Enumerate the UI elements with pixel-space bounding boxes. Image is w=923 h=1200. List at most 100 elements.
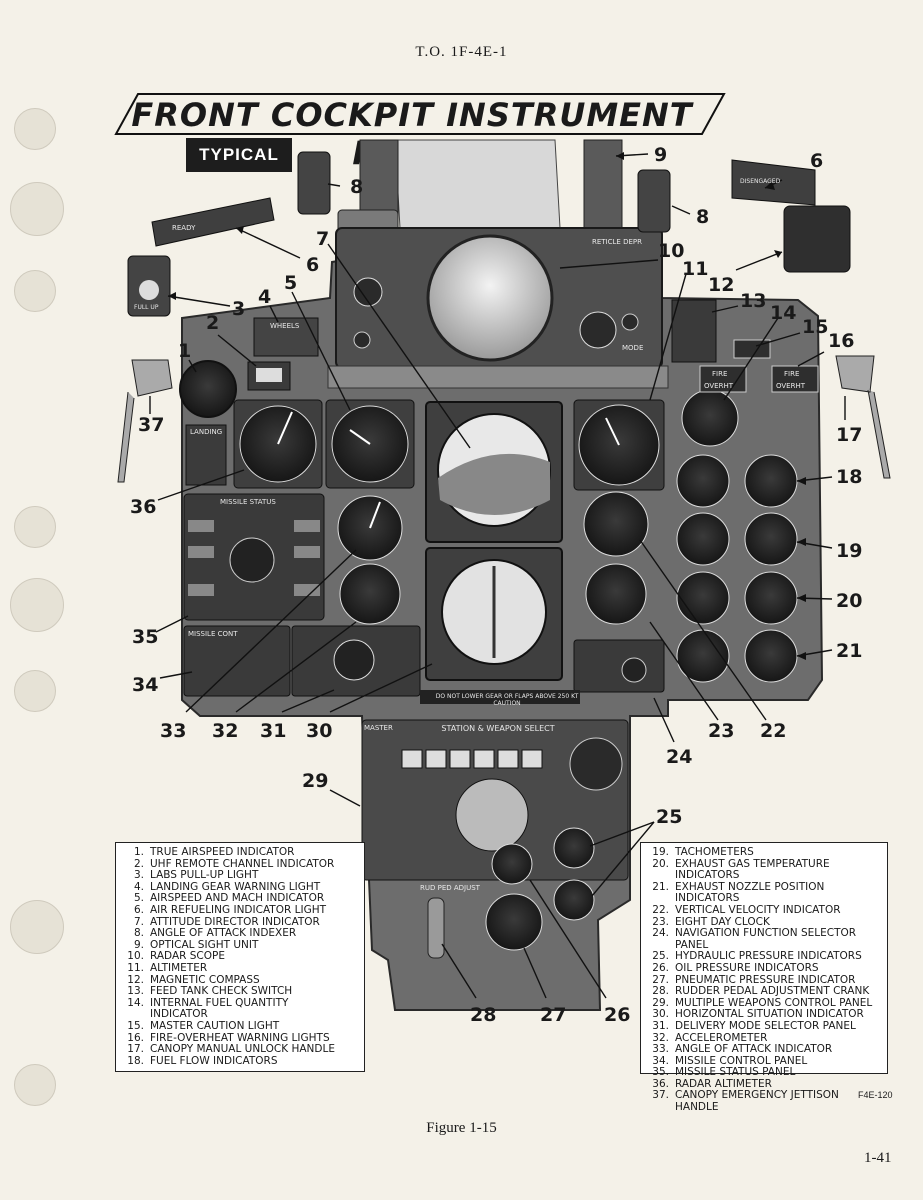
fire-warning-light-right <box>771 365 819 393</box>
callout-21: 21 <box>836 640 863 662</box>
missile-control-panel <box>183 625 291 697</box>
title-banner-frame <box>114 93 726 135</box>
callout-35: 35 <box>132 626 159 648</box>
uhf-channel-window <box>256 368 282 382</box>
callout-16: 16 <box>828 330 855 352</box>
legend-item-number: 12. <box>127 973 144 986</box>
callout-28: 28 <box>470 1004 497 1026</box>
airspeed-needle <box>349 429 371 445</box>
legend-item-number: 4. <box>133 880 144 893</box>
legend-item-text: MISSILE CONTROL PANEL <box>675 1054 808 1067</box>
legend-item-number: 26. <box>652 961 669 974</box>
legend-item-text: FUEL FLOW INDICATORS <box>150 1054 278 1067</box>
legend-item: 2.UHF REMOTE CHANNEL INDICATOR <box>122 857 358 871</box>
legend-item: 21.EXHAUST NOZZLE POSITION INDICATORS <box>647 880 881 905</box>
nav-function-panel <box>573 639 665 693</box>
missile-status-label: MISSILE STATUS <box>220 498 276 506</box>
tachometer-right <box>744 512 798 566</box>
callout-24: 24 <box>666 746 693 768</box>
radar-scope-lip <box>327 365 669 389</box>
callout-34: 34 <box>132 674 159 696</box>
legend-item-number: 16. <box>127 1031 144 1044</box>
aoa-indexer-left <box>297 151 331 215</box>
caution-strip <box>420 690 580 704</box>
legend-item: 1.TRUE AIRSPEED INDICATOR <box>122 846 358 859</box>
callout-26: 26 <box>604 1004 631 1026</box>
nav-mode-knob <box>621 657 647 683</box>
callout-29: 29 <box>302 770 329 792</box>
optical-sight-glass <box>394 139 561 229</box>
legend-item-text: OIL PRESSURE INDICATORS <box>675 961 819 974</box>
legend-item: 26. OIL PRESSURE INDICATORS <box>647 961 881 975</box>
pneumatic-pressure-gauge <box>485 893 543 951</box>
legend-item-text: ALTIMETER <box>150 961 208 974</box>
legend-item: 30.HORIZONTAL SITUATION INDICATOR <box>647 1009 881 1021</box>
legend-item-number: 10. <box>127 950 144 963</box>
callout-4: 4 <box>258 286 272 308</box>
legend-item-text: MAGNETIC COMPASS <box>150 973 260 986</box>
aoa-needle <box>369 501 381 529</box>
labs-pullup-lens <box>139 280 159 300</box>
rudder-pedal-crank <box>427 897 445 959</box>
legend-item-number: 7. <box>133 915 144 928</box>
legend-item-text: HORIZONTAL SITUATION INDICATOR <box>675 1008 864 1021</box>
legend-item-text: UHF REMOTE CHANNEL INDICATOR <box>150 857 335 870</box>
aoa-indexer-right <box>637 169 671 233</box>
legend-item-number: 33. <box>652 1043 669 1056</box>
legend-item-text: MISSILE STATUS PANEL <box>675 1066 796 1079</box>
legend-item-number: 8. <box>133 927 144 940</box>
legend-item-text: HYDRAULIC PRESSURE INDICATORS <box>675 950 862 963</box>
legend-item: 13.FEED TANK CHECK SWITCH <box>122 986 358 998</box>
callout-23: 23 <box>708 720 735 742</box>
callout-12: 12 <box>708 274 735 296</box>
legend-item: 32.ACCELEROMETER <box>647 1031 881 1045</box>
legend-item-number: 27. <box>652 973 669 986</box>
legend-item: 7.ATTITUDE DIRECTOR INDICATOR <box>122 915 358 929</box>
radar-altimeter-needle <box>277 411 293 445</box>
egt-gauge-right <box>744 571 798 625</box>
missile-status-light <box>294 546 320 558</box>
legend-item-number: 25. <box>652 950 669 963</box>
legend-item: 31.DELIVERY MODE SELECTOR PANEL <box>647 1020 881 1033</box>
canopy-unlock-handle <box>835 355 891 479</box>
legend-item-number: 19. <box>652 846 669 858</box>
hydraulic-pressure-gauge <box>553 879 595 921</box>
legend-item-number: 5. <box>133 892 144 905</box>
legend-item: 9.OPTICAL SIGHT UNIT <box>122 939 358 952</box>
disengaged-label: DISENGAGED <box>740 178 781 185</box>
legend-item-number: 13. <box>127 985 144 998</box>
legend-item-text: MASTER CAUTION LIGHT <box>150 1019 280 1032</box>
air-refuel-indicator-left <box>151 197 275 247</box>
legend-item: 25. HYDRAULIC PRESSURE INDICATORS <box>647 951 881 963</box>
legend-item-text: ACCELEROMETER <box>675 1031 768 1044</box>
callout-14: 14 <box>770 302 797 324</box>
legend-item-number: 17. <box>127 1043 144 1056</box>
callout-37: 37 <box>138 414 165 436</box>
true-airspeed-gauge <box>179 360 237 418</box>
missile-status-light <box>294 520 320 532</box>
callout-1: 1 <box>178 340 192 362</box>
legend-item: 3.LABS PULL-UP LIGHT <box>122 870 358 882</box>
legend-item-number: 6. <box>133 903 144 916</box>
legend-item-text: RADAR SCOPE <box>150 950 225 963</box>
callout-17: 17 <box>836 424 863 446</box>
legend-item-number: 23. <box>652 915 669 928</box>
legend-item: 18.FUEL FLOW INDICATORS <box>122 1054 358 1068</box>
reticle-depr-label: RETICLE DEPR <box>592 238 642 246</box>
callout-20: 20 <box>836 590 863 612</box>
legend-item-number: 36. <box>652 1077 669 1090</box>
legend-item-number: 14. <box>127 996 144 1009</box>
legend-item-text: INTERNAL FUEL QUANTITY <box>150 996 289 1009</box>
legend-item: 29.MULTIPLE WEAPONS CONTROL PANEL <box>647 997 881 1010</box>
legend-item-number: 3. <box>133 869 144 882</box>
legend-item: 16.FIRE-OVERHEAT WARNING LIGHTS <box>122 1031 358 1045</box>
legend-item-number: 20. <box>652 857 669 870</box>
altimeter-needle <box>605 417 620 446</box>
callout-8-left: 8 <box>350 176 364 198</box>
page-header: T.O. 1F-4E-1 <box>415 44 508 60</box>
fuel-flow-gauge-left <box>676 454 730 508</box>
radar-small-knob <box>621 313 639 331</box>
legend-item-text: EXHAUST NOZZLE POSITION INDICATORS <box>675 880 825 905</box>
